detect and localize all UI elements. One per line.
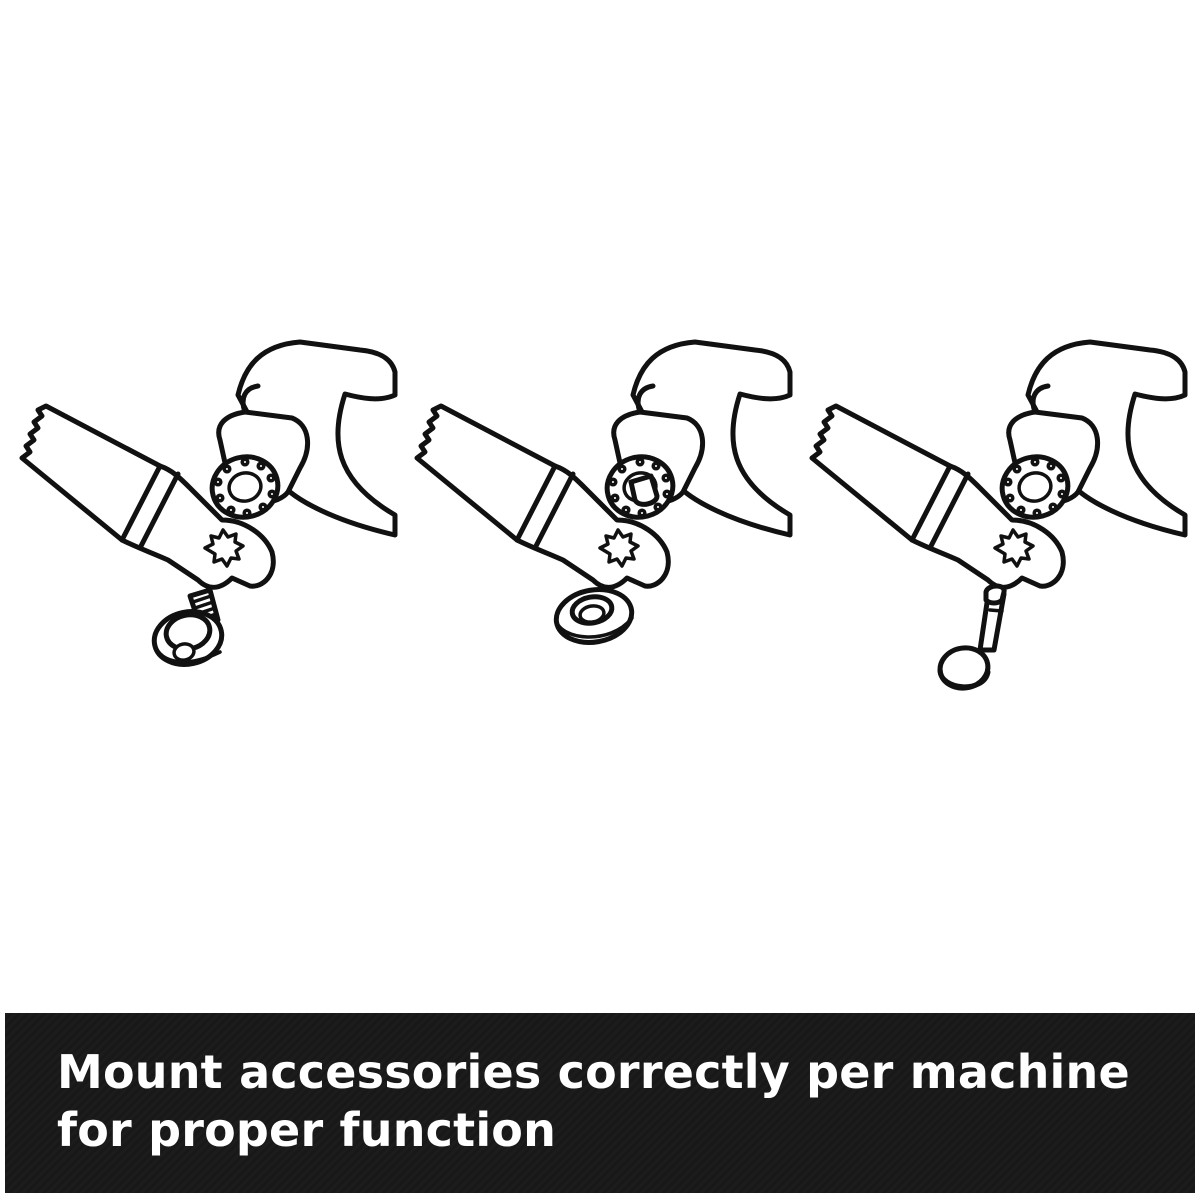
quick-pin-icon: [937, 586, 1004, 692]
washer-icon: [552, 584, 636, 648]
tool-with-bolt-mount: [22, 342, 395, 671]
oscillating-tool-head-2: [417, 342, 790, 587]
tool-with-washer-mount: [417, 342, 790, 648]
oscillating-tool-head-3: [812, 342, 1185, 587]
caption-text: Mount accessories correctly per machine …: [57, 1045, 1130, 1157]
caption-banner: Mount accessories correctly per machine …: [5, 1013, 1195, 1193]
mounting-illustration: [0, 0, 1200, 1010]
tool-with-pin-mount: [812, 342, 1185, 692]
oscillating-tool-head-1: [22, 342, 395, 587]
flange-bolt-icon: [149, 590, 226, 671]
